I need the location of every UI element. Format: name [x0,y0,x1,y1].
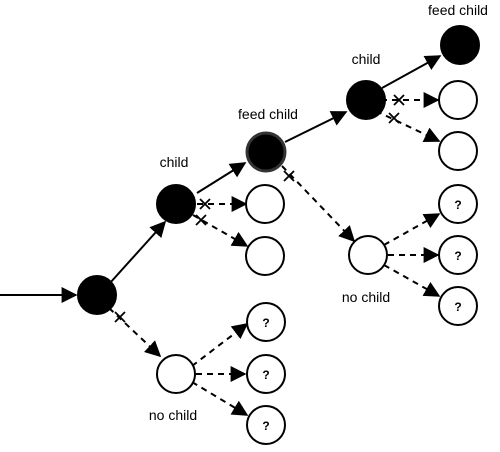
edge-feed1-to-child2 [284,111,348,143]
label-child-2: child [352,51,381,67]
cross-icon [388,112,400,124]
edge-feed1-to-nochild2 [281,165,356,243]
child-node-2 [346,80,386,120]
cross-icon [393,94,405,106]
edge-nochild1-to-q3 [191,381,249,416]
unknown-node [438,184,478,224]
cross-marks [114,94,405,323]
question-mark: ? [454,249,461,263]
label-feed-child-1: feed child [238,106,298,122]
no-child-node-1 [156,354,196,394]
empty-node [438,131,478,171]
feed-child-node-1 [245,131,287,173]
label-feed-child-2: feed child [428,2,488,18]
edge-child1-to-feed1 [196,162,247,194]
edge-nochild2-to-q3 [383,264,441,297]
label-no-child-1: no child [149,407,197,423]
unknown-nodes [246,184,478,445]
question-mark: ? [262,419,269,433]
feed-child-node-2 [440,25,480,65]
question-mark: ? [454,198,461,212]
edge-root-to-nochild1 [108,307,162,358]
label-child-1: child [160,154,189,170]
empty-node [245,236,285,276]
dashed-edges [108,92,441,416]
cross-icon [199,198,211,210]
edge-nochild2-to-q1 [383,213,441,246]
cross-icon [114,311,126,323]
edge-nochild1-to-q1 [191,323,249,367]
edge-child2-to-empty-b [375,110,441,143]
child-node-1 [156,184,196,224]
unknown-node [438,286,478,326]
edge-root-to-child1 [109,220,167,284]
unknown-node [246,354,286,394]
unknown-node [438,235,478,275]
empty-nodes [156,80,478,394]
question-mark: ? [262,368,269,382]
edge-child2-to-feed2 [381,55,442,89]
question-mark: ? [454,300,461,314]
no-child-node-2 [348,235,388,275]
solid-edges [0,55,442,303]
empty-node [245,184,285,224]
unknown-node [246,302,286,342]
cross-icon [283,170,295,182]
question-mark: ? [262,316,269,330]
node-labels: child feed child child feed child no chi… [149,2,488,423]
empty-node [438,80,478,120]
root-node [77,275,117,315]
unknown-marks: ? ? ? ? ? ? [262,198,461,433]
filled-nodes [77,25,480,315]
unknown-node [246,405,286,445]
label-no-child-2: no child [342,289,390,305]
cross-icon [195,214,207,226]
